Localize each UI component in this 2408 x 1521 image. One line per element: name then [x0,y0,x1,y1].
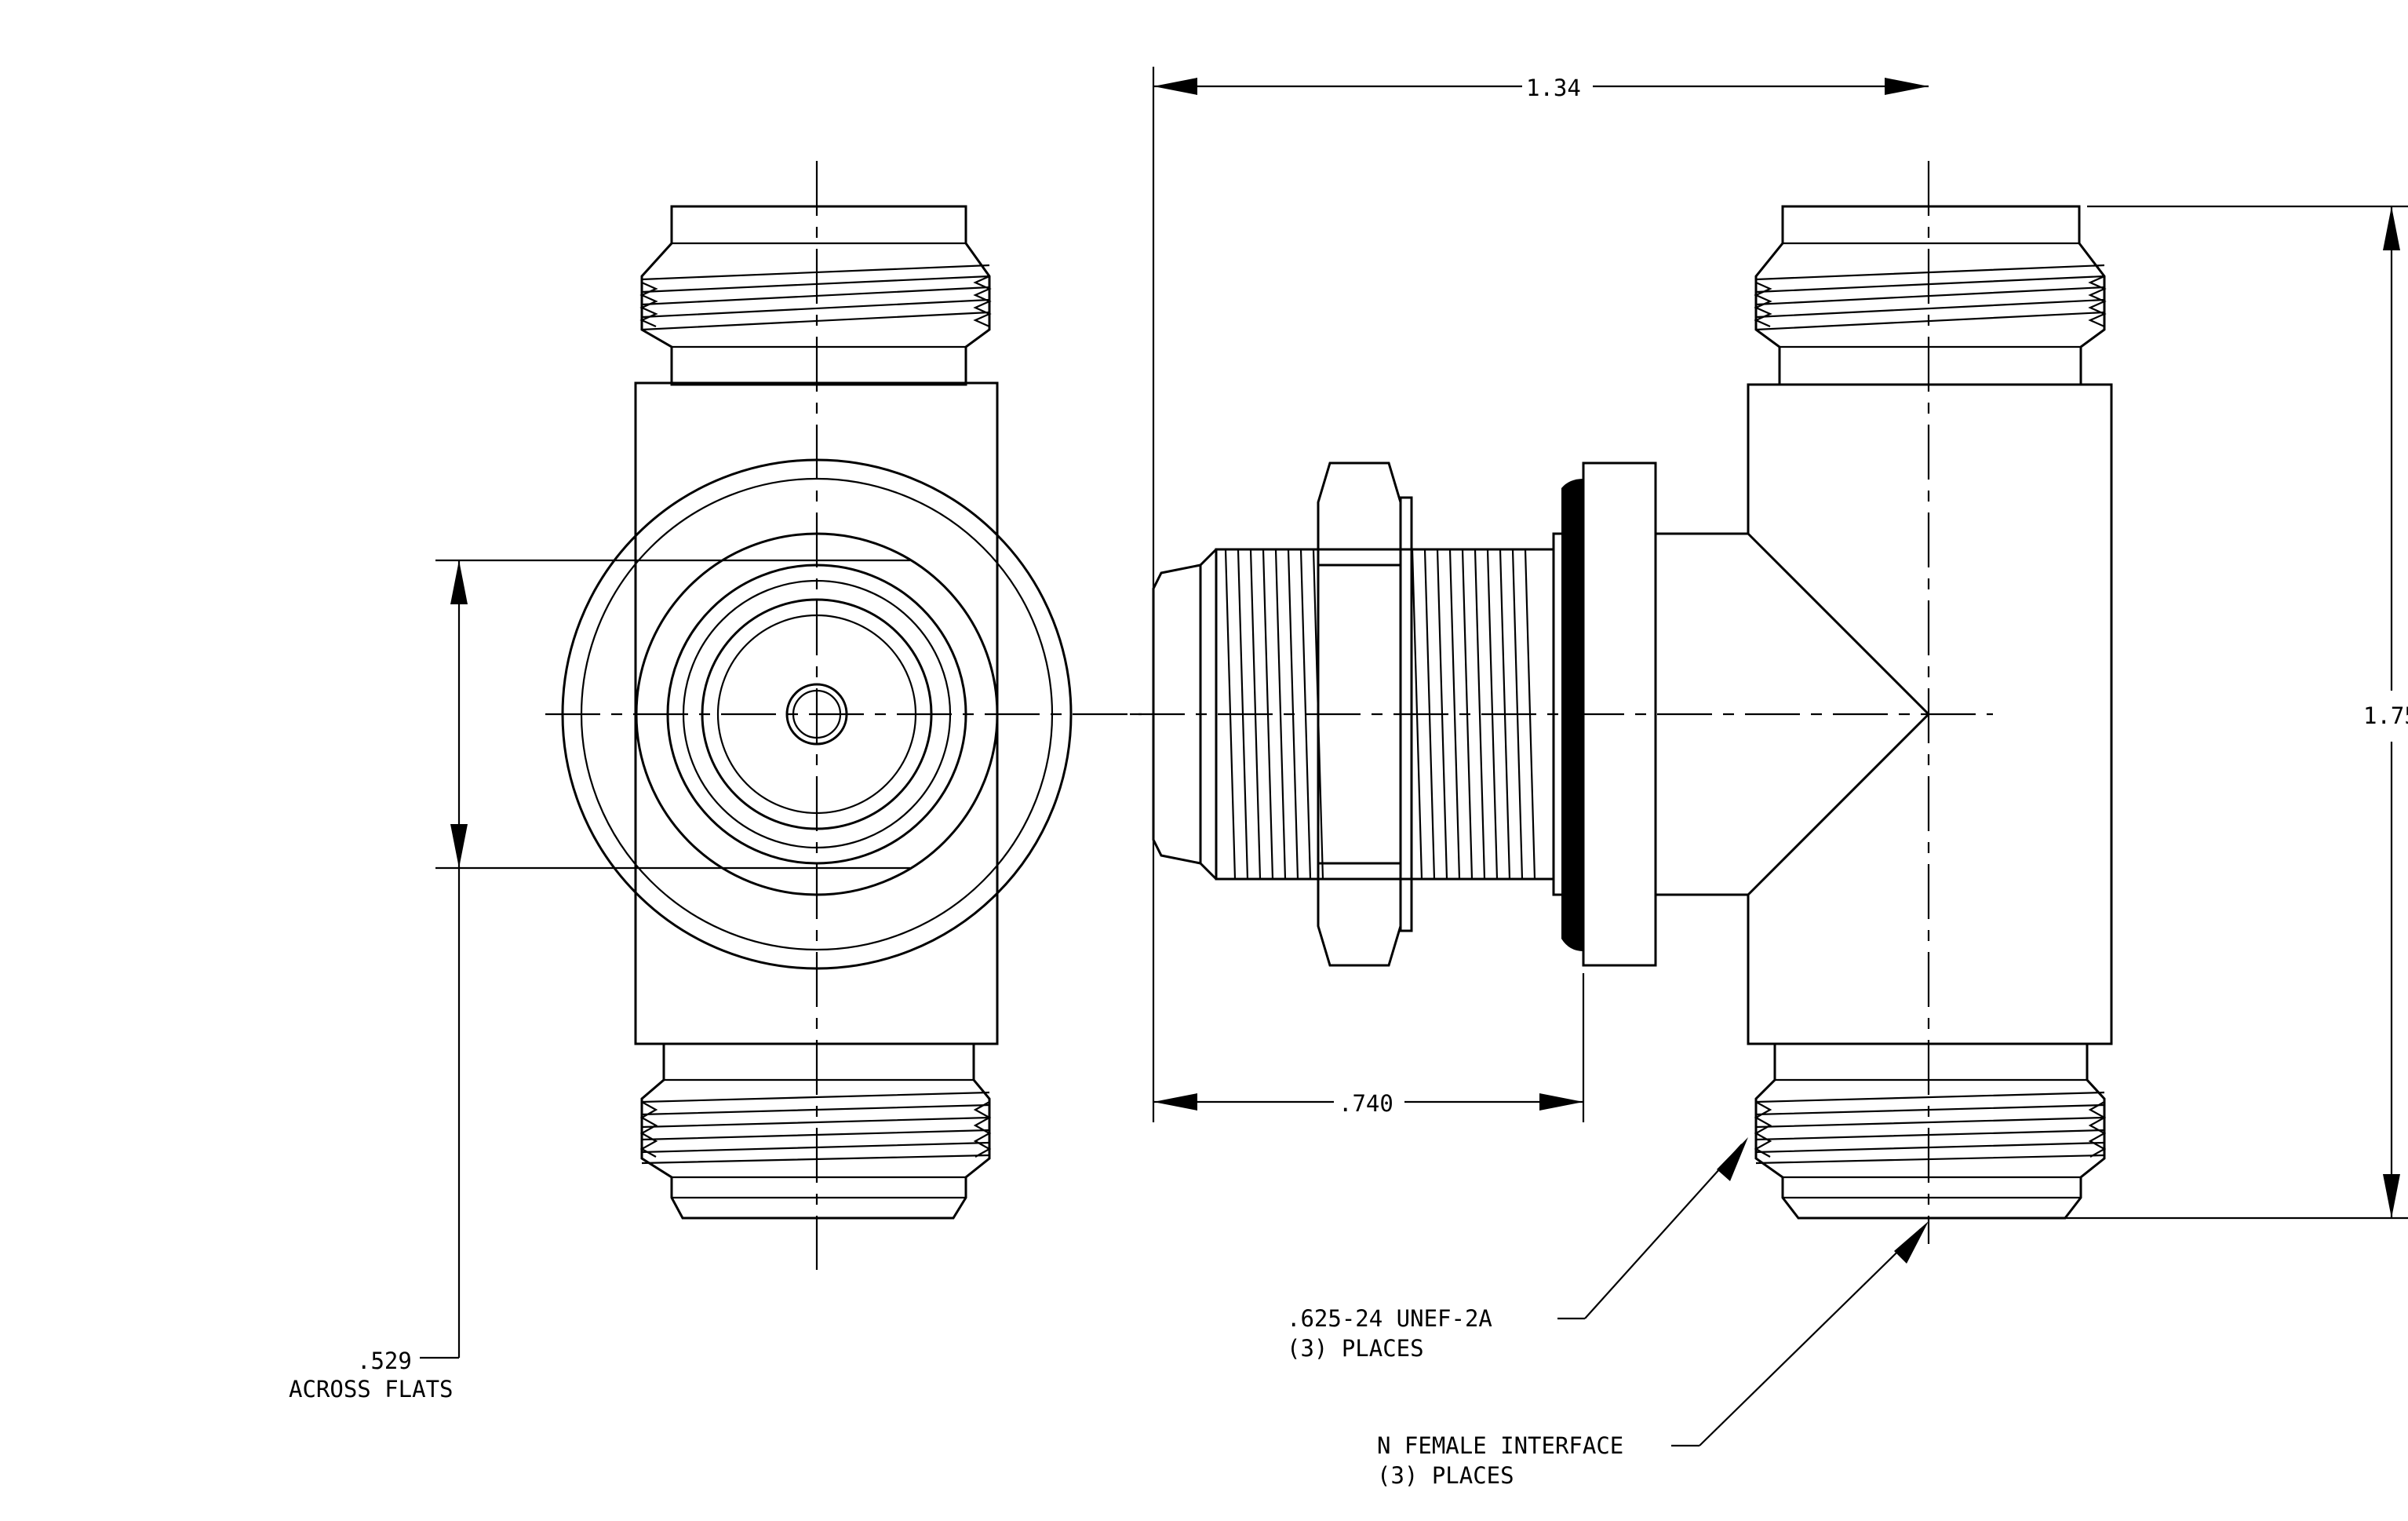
across-flats-value: .529 [357,1348,412,1374]
flange-distance-value: .740 [1339,1090,1393,1117]
interface-callout: N FEMALE INTERFACE (3) PLACES [1377,1221,1929,1489]
overall-length-value: 1.34 [1526,75,1581,101]
left-bottom-connector [639,1042,992,1220]
across-flats-dimension: .529 ACROSS FLATS [289,560,468,1402]
interface-places-text: (3) PLACES [1377,1462,1514,1489]
right-top-connector [1754,205,2107,386]
flange-distance-dimension: .740 [1153,973,1585,1122]
height-dimension: 1.75 [2064,205,2408,1220]
right-side-view [1130,161,2113,1244]
thread-callout: .625-24 UNEF-2A (3) PLACES [1287,1137,1748,1362]
thread-spec-text: .625-24 UNEF-2A [1287,1305,1492,1332]
right-bottom-connector [1754,1042,2107,1220]
thread-places-text: (3) PLACES [1287,1335,1424,1362]
overall-length-dimension: 1.34 [1152,67,1929,1122]
left-top-connector [639,205,992,386]
across-flats-label: ACROSS FLATS [289,1376,454,1402]
left-end-view [435,161,1142,1270]
interface-spec-text: N FEMALE INTERFACE [1377,1432,1623,1459]
height-value: 1.75 [2363,702,2408,729]
